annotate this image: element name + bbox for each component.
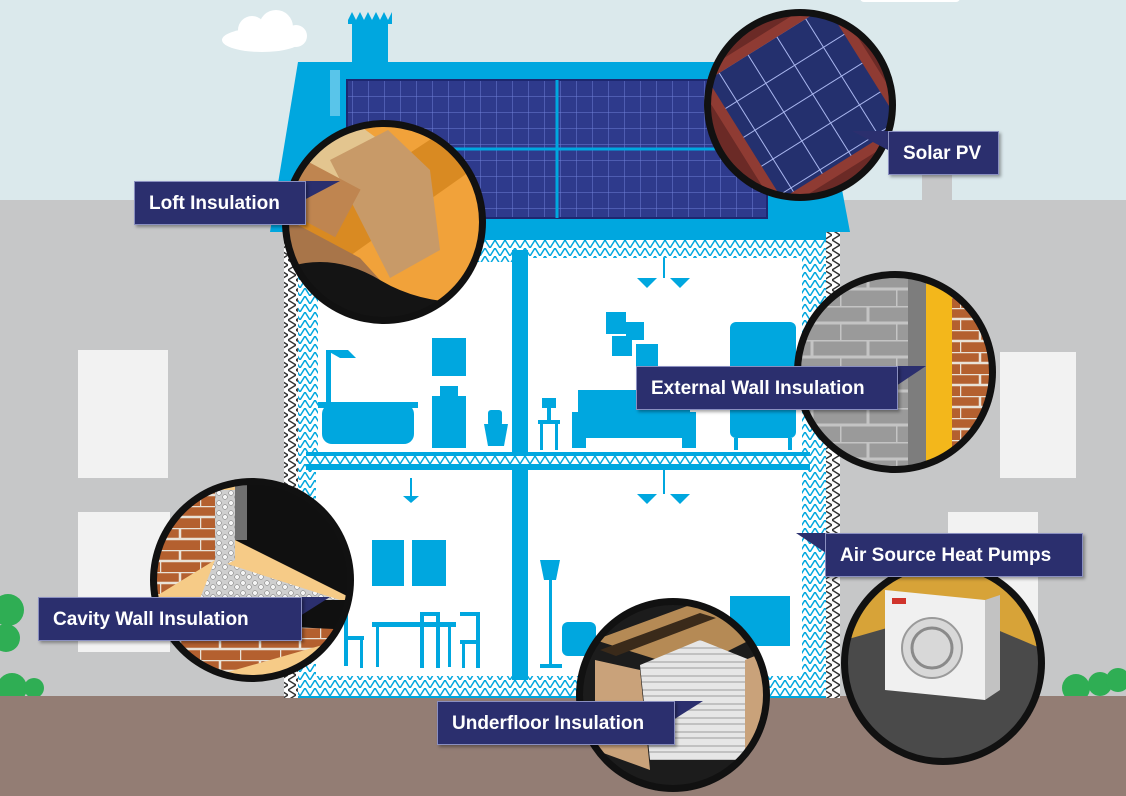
underfloor-insulation-callout — [576, 598, 770, 792]
cavity-wall-insulation-label: Cavity Wall Insulation — [38, 597, 302, 641]
air-source-heat-pump-callout — [841, 561, 1045, 765]
loft-insulation-callout — [282, 120, 486, 324]
loft-insulation-label: Loft Insulation — [134, 181, 306, 225]
air-source-heat-pumps-label: Air Source Heat Pumps — [825, 533, 1083, 577]
solar-pv-label: Solar PV — [888, 131, 999, 175]
external-wall-insulation-label: External Wall Insulation — [636, 366, 898, 410]
cloud-small — [860, 0, 960, 2]
underfloor-insulation-label: Underfloor Insulation — [437, 701, 675, 745]
bushes — [0, 594, 1126, 703]
label-pointers — [300, 131, 926, 720]
solar-pv-callout — [704, 9, 896, 201]
cloud — [222, 10, 307, 52]
